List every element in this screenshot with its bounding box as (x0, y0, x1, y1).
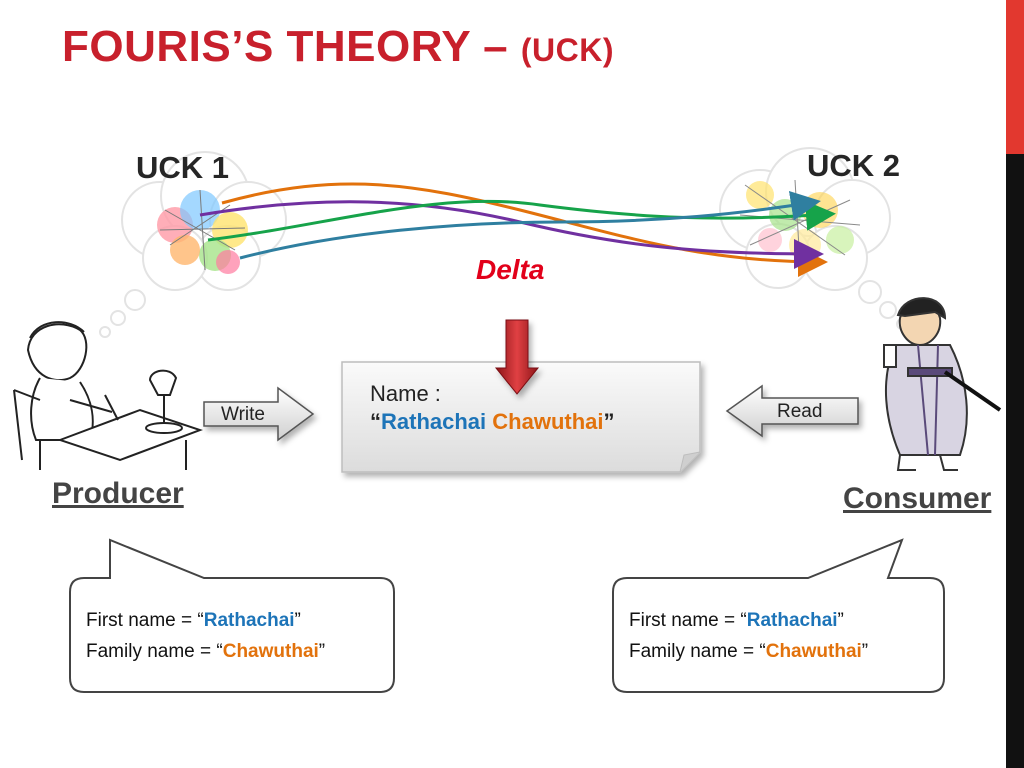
read-label: Read (777, 401, 823, 422)
uck1-label: UCK 1 (136, 150, 230, 185)
bubble-right-text: First name = “Rathachai” Family name = “… (629, 605, 868, 667)
speech-bubble-right (612, 538, 945, 693)
document-line1: Name : (370, 381, 441, 406)
document-text: Name : “Rathachai Chawuthai” (370, 380, 615, 436)
producer-label: Producer (52, 477, 184, 510)
producer-writer-figure (13, 321, 203, 470)
network-graph-icon (157, 189, 248, 274)
read-arrow (725, 384, 859, 438)
document-box (341, 361, 701, 473)
bubble-left-text: First name = “Rathachai” Family name = “… (86, 605, 325, 667)
delta-label: Delta (476, 254, 545, 285)
bubble-right-first: First name = “Rathachai” (629, 610, 844, 631)
write-arrow (203, 386, 315, 442)
orange-flow-curve (221, 182, 828, 277)
consumer-samurai-figure (883, 297, 1002, 471)
bubble-left-family: Family name = “Chawuthai” (86, 641, 326, 662)
bubble-right-family: Family name = “Chawuthai” (629, 641, 869, 662)
consumer-label: Consumer (843, 482, 992, 515)
bubble-left-first: First name = “Rathachai” (86, 610, 301, 631)
write-label: Write (221, 404, 265, 425)
document-line2: “Rathachai Chawuthai” (370, 409, 615, 434)
green-flow-curve (207, 199, 836, 242)
accent-bar-red (1006, 0, 1024, 154)
speech-bubble-left (69, 538, 395, 693)
accent-bar-black (1006, 154, 1024, 768)
page-title: FOURIS’S THEORY – (UCK) (62, 22, 615, 71)
teal-flow-curve (239, 190, 821, 260)
down-arrow-icon (494, 319, 540, 395)
uck2-label: UCK 2 (807, 148, 901, 183)
